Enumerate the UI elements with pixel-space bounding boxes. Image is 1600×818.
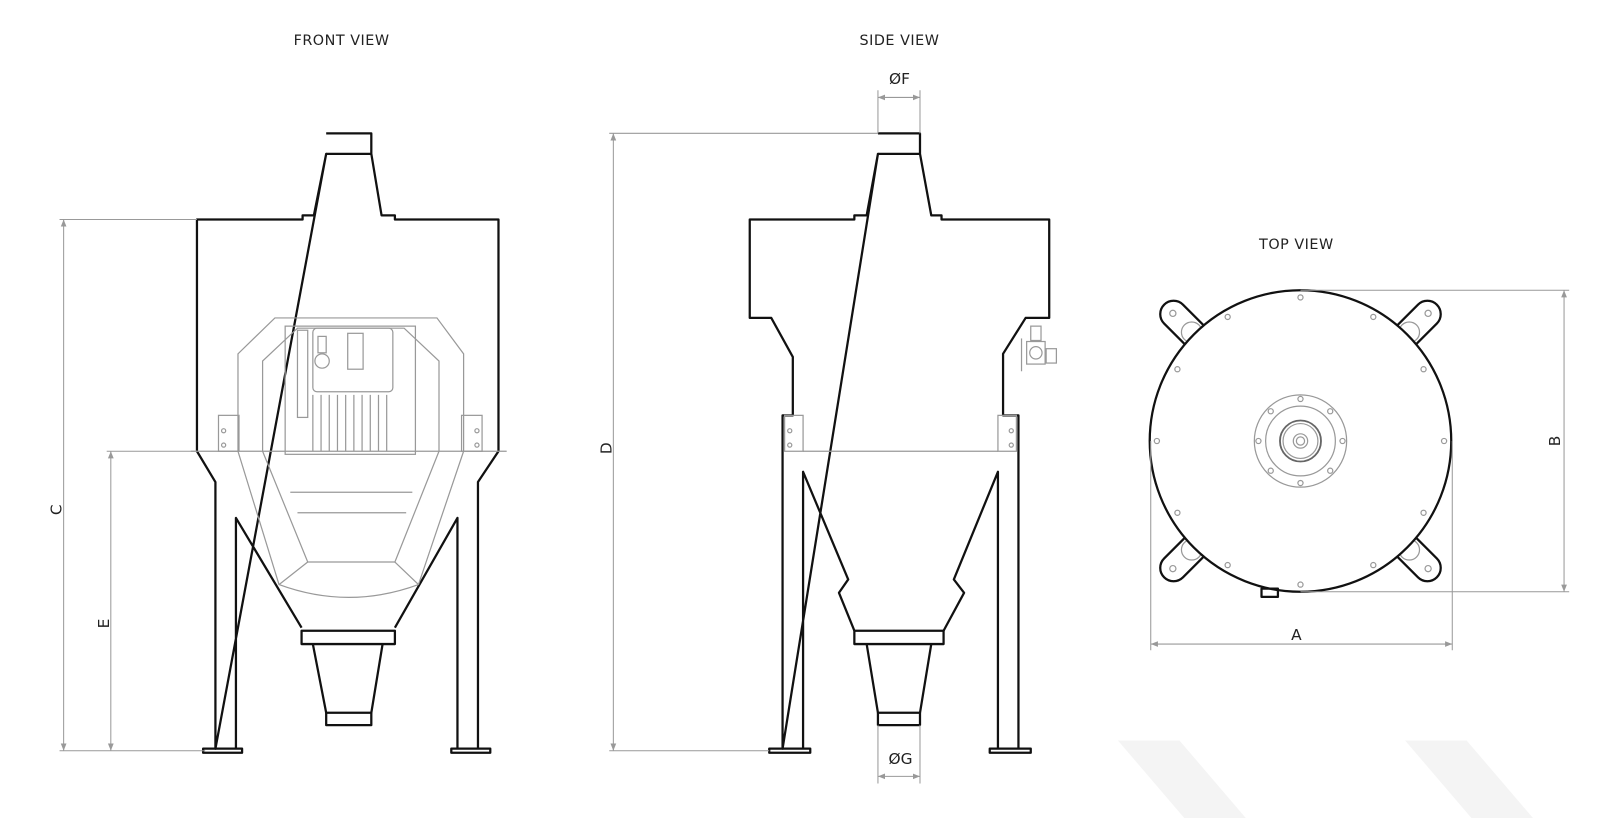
dimension-c: C [48,218,206,752]
dimension-c-label: C [48,504,66,515]
dimension-a-label: A [1291,626,1302,644]
dimension-d: D [597,132,878,752]
dimension-f-label: ØF [889,70,910,88]
top-view-title: TOP VIEW [1258,237,1334,253]
bolt-holes [1153,294,1448,588]
dimension-e-label: E [95,619,113,629]
center-flange [1253,394,1348,488]
dimension-f: ØF [877,70,921,134]
dimension-b-label: B [1546,436,1564,447]
front-view-title: FRONT VIEW [294,33,390,49]
side-view-title: SIDE VIEW [860,33,940,49]
valve-icon [1020,325,1058,372]
watermark [1117,740,1533,818]
side-view [748,132,1058,754]
dimension-a: A [1150,440,1453,651]
dimension-g-label: ØG [888,750,912,768]
dimension-b: B [1300,289,1570,593]
dimension-g: ØG [877,725,921,784]
top-view [1148,289,1453,599]
front-view [190,132,507,754]
dimension-d-label: D [597,442,615,454]
dimension-e: E [95,450,197,751]
